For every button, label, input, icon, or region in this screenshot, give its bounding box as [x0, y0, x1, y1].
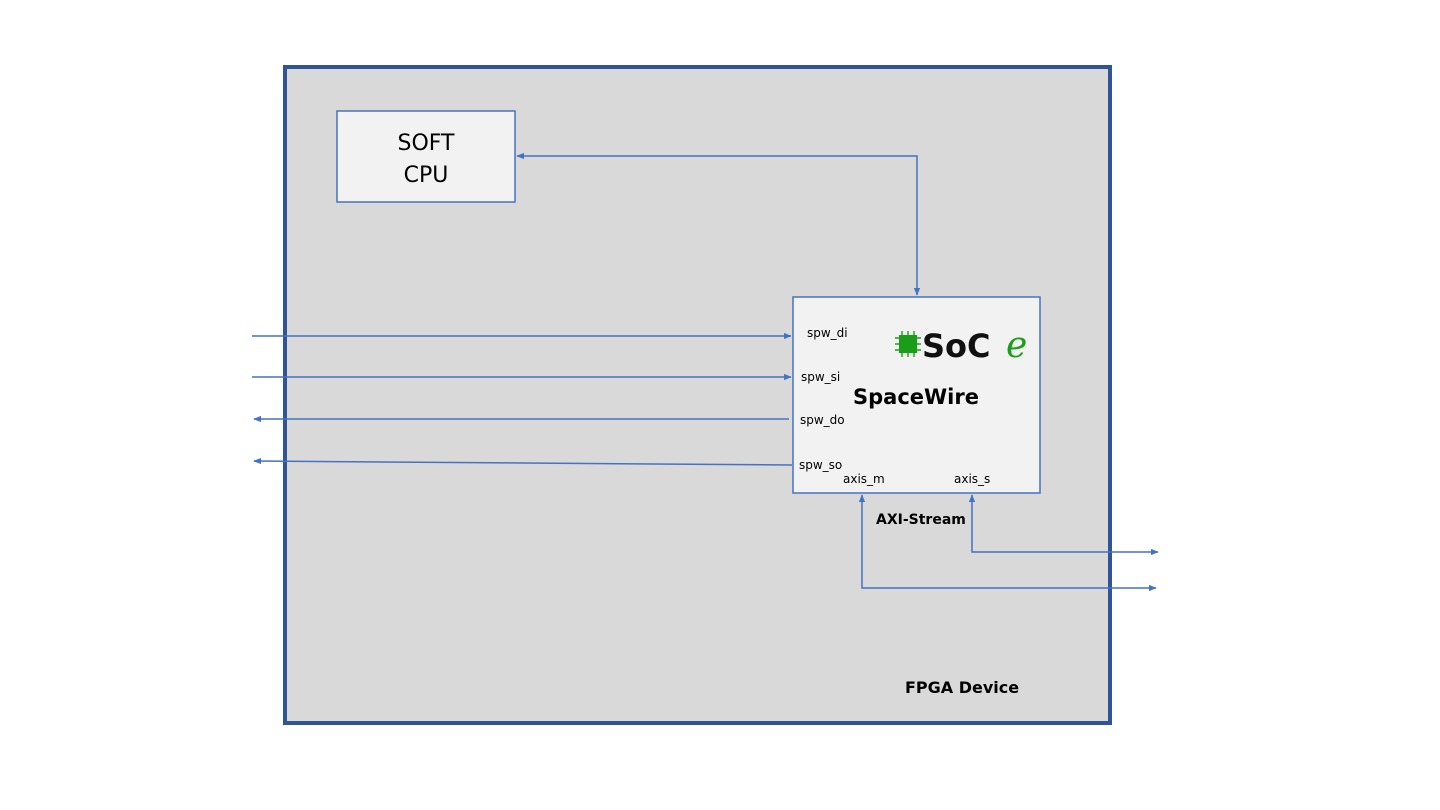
- soce-logo-suffix: e: [1006, 325, 1027, 366]
- soce-logo-text: SoC: [922, 327, 991, 365]
- port-axis-m: axis_m: [843, 472, 885, 486]
- wire-spw-so: [253, 457, 793, 466]
- wire-axis-m: [858, 494, 1157, 592]
- soft-cpu-label-line2: CPU: [404, 163, 449, 188]
- port-spw-so: spw_so: [799, 458, 842, 472]
- port-spw-si: spw_si: [801, 370, 840, 384]
- port-spw-di: spw_di: [807, 326, 848, 340]
- soft-cpu-block: [336, 110, 516, 203]
- fpga-device-label: FPGA Device: [905, 678, 1019, 697]
- spacewire-block: [792, 296, 1041, 494]
- port-spw-do: spw_do: [800, 413, 845, 427]
- spacewire-title: SpaceWire: [853, 385, 979, 409]
- soft-cpu-label-line1: SOFT: [398, 131, 456, 156]
- axi-stream-label: AXI-Stream: [876, 512, 966, 528]
- chip-icon: [895, 331, 921, 357]
- wire-cpu-spacewire: [516, 152, 921, 296]
- soce-logo: SoC e: [895, 325, 1027, 366]
- port-axis-s: axis_s: [954, 472, 990, 486]
